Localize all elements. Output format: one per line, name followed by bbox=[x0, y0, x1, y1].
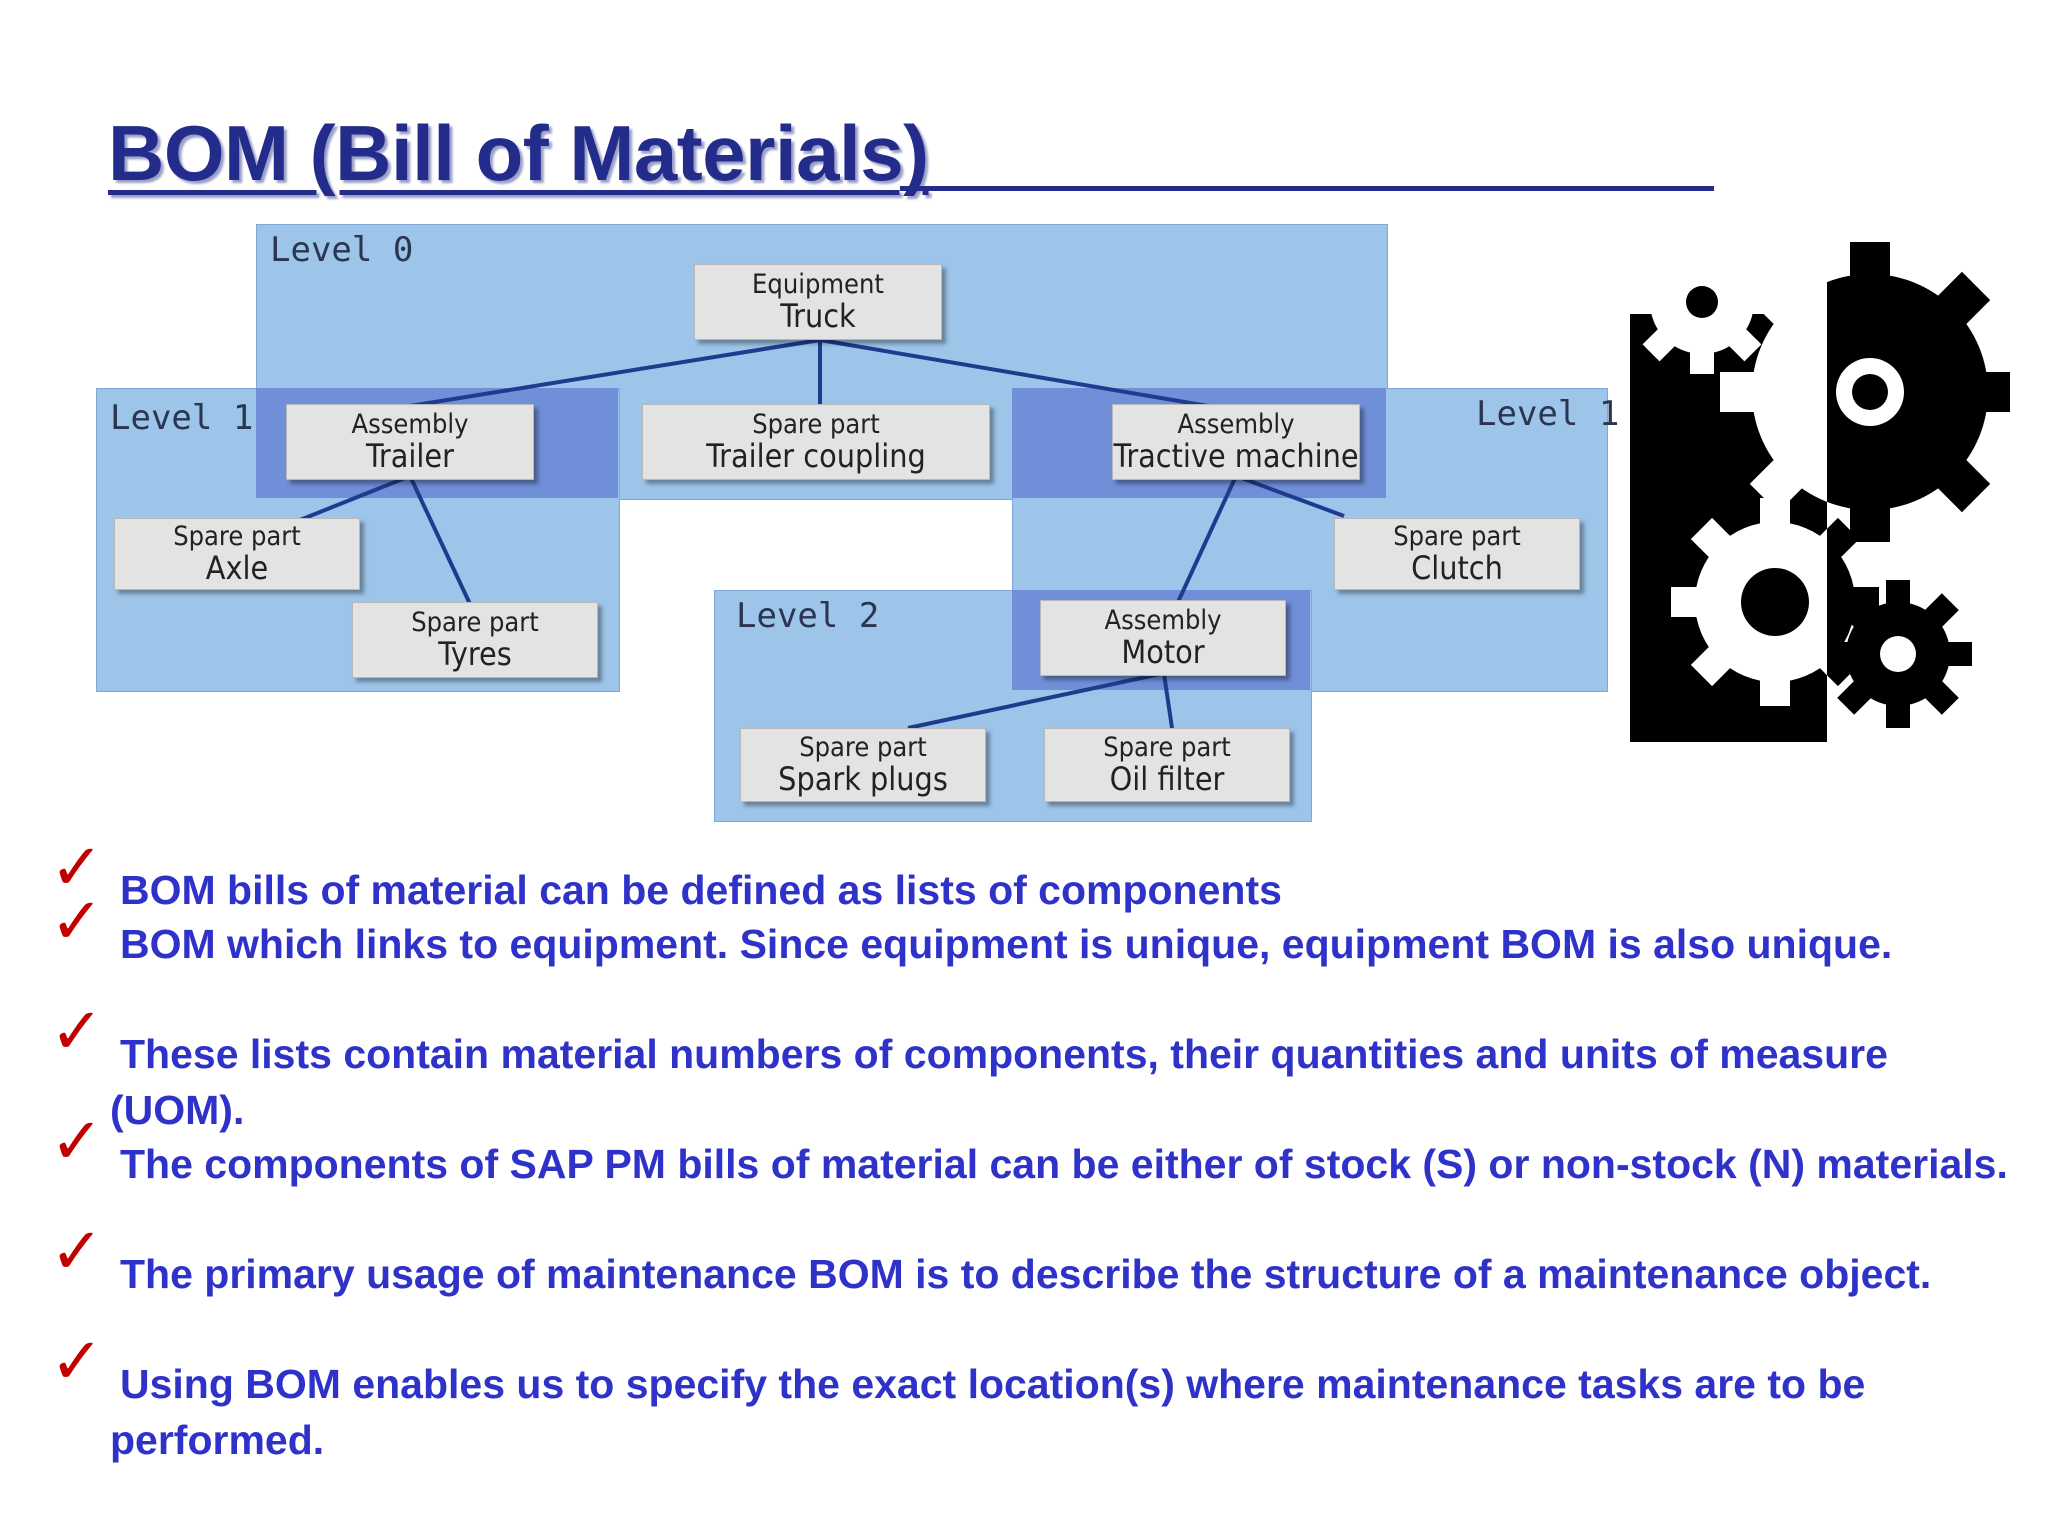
node-spare-clutch: Spare part Clutch bbox=[1334, 518, 1580, 590]
node-spare-axle: Spare part Axle bbox=[114, 518, 360, 590]
gears-icon bbox=[1630, 230, 2010, 742]
checkmark-icon: ✓ bbox=[50, 1215, 104, 1289]
level-1-left-label: Level 1 bbox=[110, 398, 254, 438]
node-name: Motor bbox=[1121, 633, 1205, 672]
node-type: Assembly bbox=[1177, 408, 1295, 440]
node-name: Clutch bbox=[1411, 549, 1503, 588]
node-spare-trailer-coupling: Spare part Trailer coupling bbox=[642, 404, 990, 480]
checkmark-icon: ✓ bbox=[50, 1325, 104, 1399]
checkmark-icon: ✓ bbox=[50, 995, 104, 1069]
node-name: Oil filter bbox=[1109, 760, 1225, 799]
node-assembly-tractive-machine: Assembly Tractive machine bbox=[1112, 404, 1360, 480]
level-0-label: Level 0 bbox=[270, 230, 414, 270]
node-type: Spare part bbox=[752, 408, 880, 440]
title-underline-rule bbox=[900, 186, 1714, 191]
level-1-right-label: Level 1 bbox=[1476, 394, 1620, 434]
bullet-item: The components of SAP PM bills of materi… bbox=[120, 1141, 2008, 1187]
checkmark-icon: ✓ bbox=[50, 885, 104, 959]
node-type: Spare part bbox=[1103, 731, 1231, 763]
node-spare-tyres: Spare part Tyres bbox=[352, 602, 598, 678]
node-name: Tractive machine bbox=[1113, 437, 1359, 476]
bullet-item: These lists contain material numbers of … bbox=[110, 1031, 1888, 1133]
node-type: Assembly bbox=[1104, 604, 1222, 636]
node-assembly-motor: Assembly Motor bbox=[1040, 600, 1286, 676]
node-name: Spark plugs bbox=[778, 760, 948, 799]
node-name: Tyres bbox=[438, 635, 512, 674]
node-type: Spare part bbox=[1393, 520, 1521, 552]
page-title: BOM (Bill of Materials) bbox=[108, 109, 929, 197]
checkmark-icon: ✓ bbox=[50, 1105, 104, 1179]
node-name: Trailer bbox=[366, 437, 454, 476]
node-type: Spare part bbox=[799, 731, 927, 763]
node-type: Assembly bbox=[351, 408, 469, 440]
node-spare-spark-plugs: Spare part Spark plugs bbox=[740, 728, 986, 802]
node-name: Truck bbox=[780, 297, 856, 336]
bullet-item: BOM which links to equipment. Since equi… bbox=[120, 921, 1893, 967]
level-2-label: Level 2 bbox=[736, 596, 880, 636]
bullet-item: The primary usage of maintenance BOM is … bbox=[120, 1251, 1932, 1297]
node-type: Equipment bbox=[752, 268, 884, 300]
node-name: Axle bbox=[205, 549, 269, 588]
node-assembly-trailer: Assembly Trailer bbox=[286, 404, 534, 480]
bullet-item: BOM bills of material can be defined as … bbox=[120, 867, 1282, 913]
node-type: Spare part bbox=[411, 606, 539, 638]
node-type: Spare part bbox=[173, 520, 301, 552]
node-spare-oil-filter: Spare part Oil filter bbox=[1044, 728, 1290, 802]
node-equipment-truck: Equipment Truck bbox=[694, 264, 942, 340]
bullet-item: Using BOM enables us to specify the exac… bbox=[110, 1361, 1866, 1463]
node-name: Trailer coupling bbox=[706, 437, 926, 476]
checkmark-icon: ✓ bbox=[50, 831, 104, 905]
